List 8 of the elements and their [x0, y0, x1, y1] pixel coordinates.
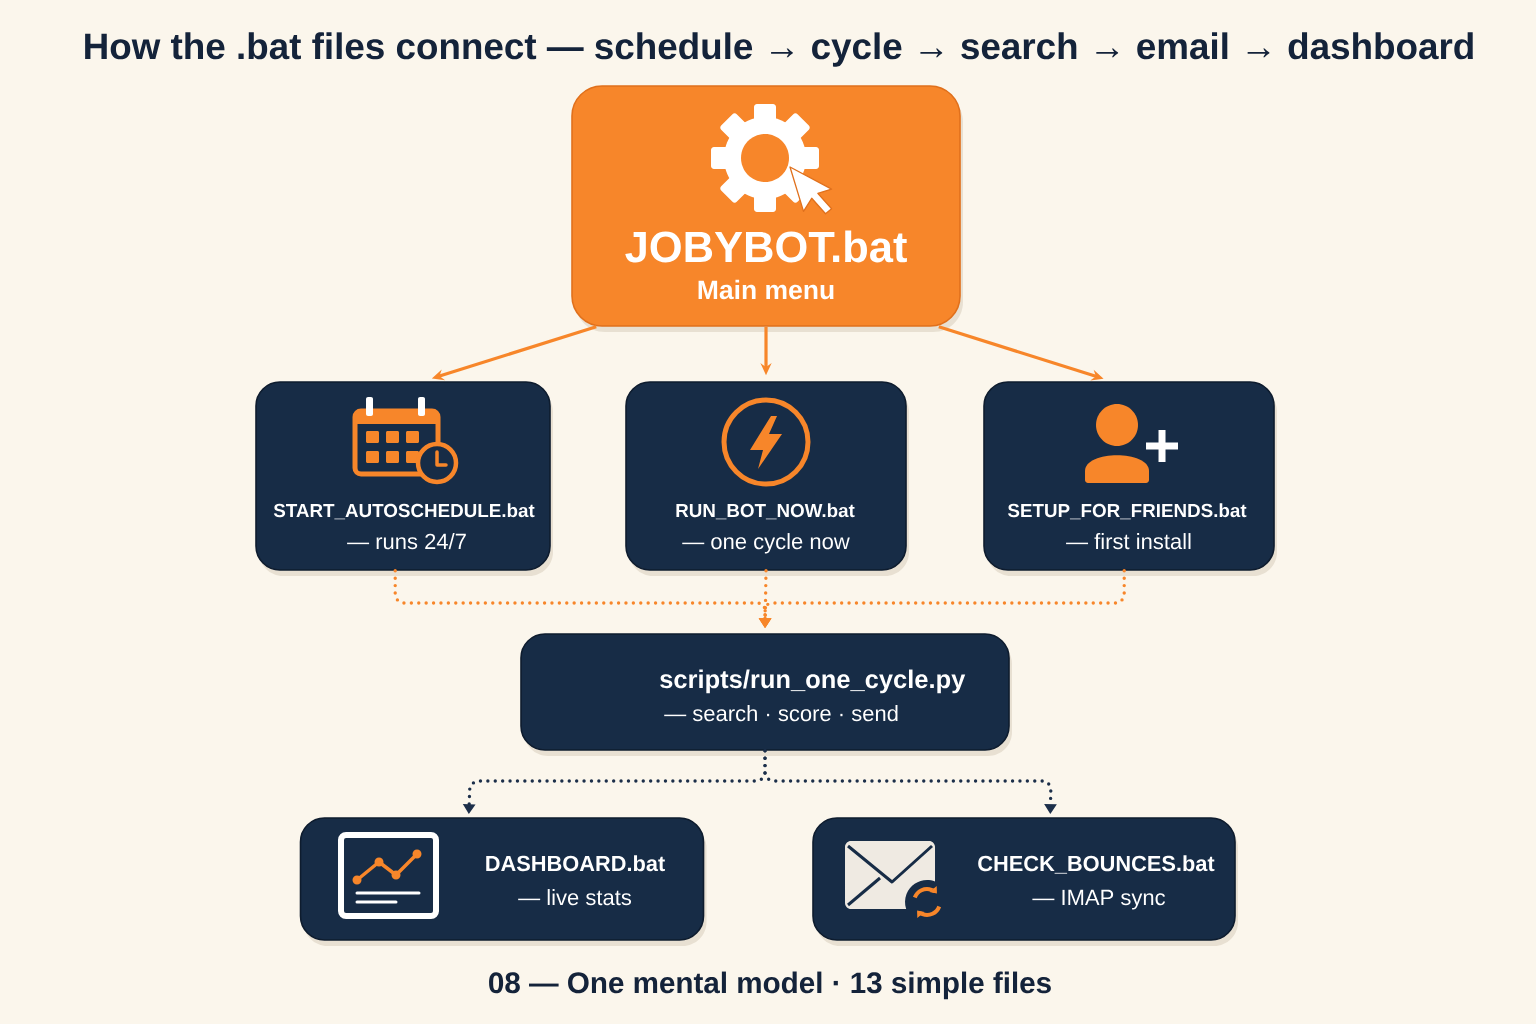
file-box: RUN_BOT_NOW.bat — one cycle now — [625, 381, 909, 576]
title: How the .bat files connect — schedule → cycle → search → email → dashboard — [85, 32, 1473, 67]
file-box: DASHBOARD.bat — live stats — [299, 817, 707, 946]
caption: 08 — One mental model · 13 simple files — [489, 971, 1051, 1000]
script-box: scripts/run_one_cycle.py — search · score · send — [520, 633, 1012, 756]
file-box: SETUP_FOR_FRIENDS.bat — first install — [983, 381, 1277, 576]
file-box: START_AUTOSCHEDULE.bat — runs 24/7 — [255, 381, 553, 576]
menu-box: JOBYBOT.bat Main menu — [571, 85, 963, 332]
